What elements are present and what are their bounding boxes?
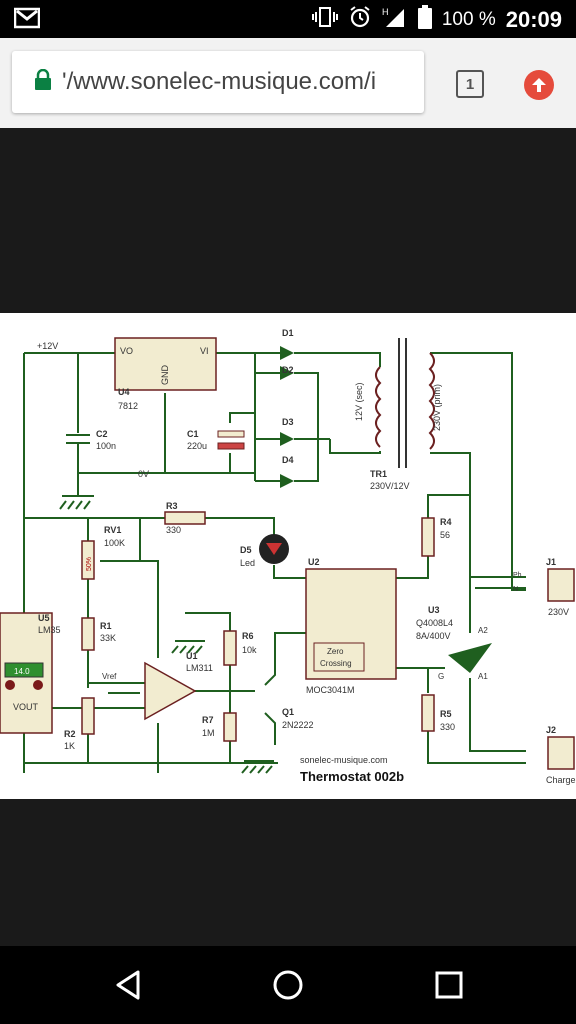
svg-text:D3: D3 <box>282 417 294 427</box>
svg-text:U3: U3 <box>428 605 440 615</box>
svg-text:R4: R4 <box>440 517 452 527</box>
svg-text:Charge: Charge <box>546 775 576 785</box>
clock: 20:09 <box>505 7 562 32</box>
svg-text:LM35: LM35 <box>38 625 61 635</box>
svg-text:Crossing: Crossing <box>320 659 352 668</box>
svg-text:GND: GND <box>160 365 170 386</box>
svg-text:R6: R6 <box>242 631 254 641</box>
svg-text:J1: J1 <box>546 557 556 567</box>
svg-text:U5: U5 <box>38 613 50 623</box>
home-icon[interactable] <box>271 968 305 1002</box>
svg-text:J2: J2 <box>546 725 556 735</box>
svg-text:Q1: Q1 <box>282 707 294 717</box>
svg-text:A2: A2 <box>478 626 488 635</box>
svg-text:Led: Led <box>240 558 255 568</box>
svg-text:230V/12V: 230V/12V <box>370 481 410 491</box>
svg-text:H: H <box>382 7 389 17</box>
svg-text:+12V: +12V <box>37 341 58 351</box>
address-bar[interactable]: '/www.sonelec-musique.com/i <box>12 51 424 113</box>
gmail-icon <box>13 7 41 34</box>
status-bar: H 100 % 20:09 <box>0 0 576 38</box>
svg-text:Ph: Ph <box>513 572 522 579</box>
svg-text:RV1: RV1 <box>104 525 121 535</box>
svg-text:100n: 100n <box>96 441 116 451</box>
vibrate-icon <box>311 6 338 34</box>
svg-text:D1: D1 <box>282 328 294 338</box>
svg-text:U4: U4 <box>118 387 130 397</box>
svg-text:D4: D4 <box>282 455 294 465</box>
svg-text:Vref: Vref <box>102 672 117 681</box>
svg-text:1K: 1K <box>64 741 75 751</box>
battery-level: 100 % <box>441 9 496 30</box>
back-icon[interactable] <box>112 968 146 1002</box>
svg-text:D5: D5 <box>240 545 252 555</box>
svg-text:230V: 230V <box>548 607 569 617</box>
navigation-bar <box>0 946 576 1024</box>
schematic-image: +12V U4 7812 VO VI GND C2 100n C1 220u 0… <box>0 313 576 799</box>
browser-toolbar: '/www.sonelec-musique.com/i 1 <box>0 38 576 128</box>
svg-text:14.0: 14.0 <box>14 667 30 676</box>
svg-text:220u: 220u <box>187 441 207 451</box>
svg-text:2N2222: 2N2222 <box>282 720 314 730</box>
svg-text:0V: 0V <box>138 469 149 479</box>
svg-text:sonelec-musique.com: sonelec-musique.com <box>300 755 388 765</box>
svg-text:R3: R3 <box>166 501 178 511</box>
svg-text:MOC3041M: MOC3041M <box>306 685 355 695</box>
svg-text:VOUT: VOUT <box>13 702 39 712</box>
alarm-icon <box>348 5 372 35</box>
svg-text:R1: R1 <box>100 621 112 631</box>
svg-text:U2: U2 <box>308 557 320 567</box>
svg-text:Thermostat 002b: Thermostat 002b <box>300 769 404 784</box>
svg-text:TR1: TR1 <box>370 469 387 479</box>
svg-text:12V (sec): 12V (sec) <box>354 382 364 421</box>
recents-icon[interactable] <box>432 968 466 1002</box>
svg-text:R5: R5 <box>440 709 452 719</box>
svg-text:10k: 10k <box>242 645 257 655</box>
battery-icon <box>417 5 432 35</box>
svg-text:A1: A1 <box>478 672 488 681</box>
svg-text:N: N <box>513 586 518 593</box>
svg-text:LM311: LM311 <box>186 663 213 673</box>
svg-text:33K: 33K <box>100 633 116 643</box>
svg-text:U1: U1 <box>186 651 198 661</box>
url-text[interactable]: '/www.sonelec-musique.com/i <box>62 68 377 95</box>
svg-text:8A/400V: 8A/400V <box>416 631 451 641</box>
svg-text:56: 56 <box>440 530 450 540</box>
svg-text:330: 330 <box>440 722 455 732</box>
svg-text:G: G <box>438 672 444 681</box>
svg-text:Q4008L4: Q4008L4 <box>416 618 453 628</box>
svg-text:C2: C2 <box>96 429 108 439</box>
svg-text:D2: D2 <box>282 365 294 375</box>
svg-text:100K: 100K <box>104 538 125 548</box>
svg-text:50%: 50% <box>86 557 93 571</box>
svg-text:R7: R7 <box>202 715 214 725</box>
svg-text:R2: R2 <box>64 729 76 739</box>
svg-text:230V (prim): 230V (prim) <box>432 384 442 431</box>
svg-text:Zero: Zero <box>327 647 344 656</box>
update-icon[interactable] <box>524 70 554 100</box>
svg-text:VI: VI <box>200 346 209 356</box>
tab-switcher-button[interactable]: 1 <box>456 70 484 98</box>
svg-text:330: 330 <box>166 525 181 535</box>
svg-text:7812: 7812 <box>118 401 138 411</box>
svg-text:C1: C1 <box>187 429 199 439</box>
svg-text:1M: 1M <box>202 728 215 738</box>
lock-icon <box>34 68 52 96</box>
signal-icon: H <box>382 5 408 35</box>
svg-text:VO: VO <box>120 346 133 356</box>
